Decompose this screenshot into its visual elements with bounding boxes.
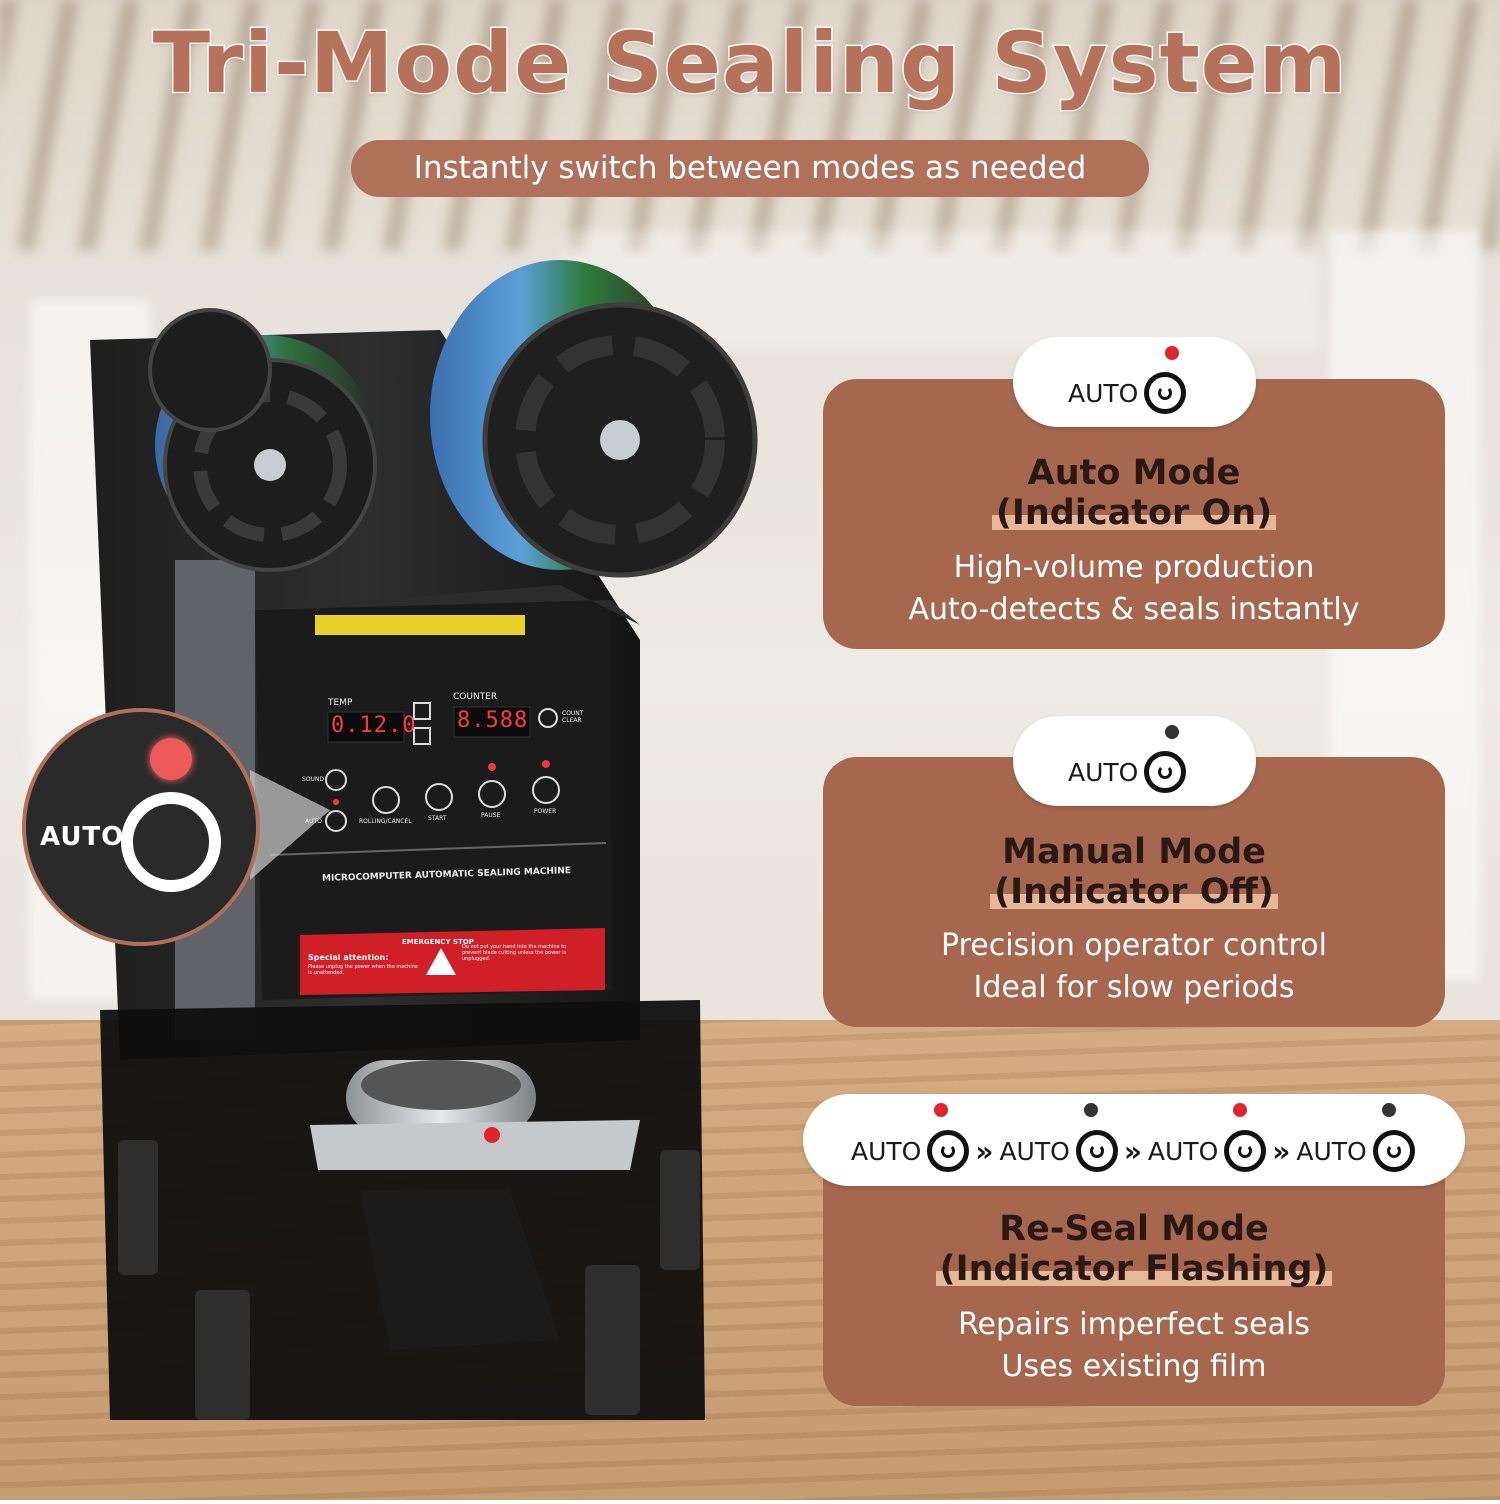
auto-mode-indicator-pill: AUTO <box>1013 337 1256 427</box>
cup-tray <box>310 1120 640 1170</box>
chevron-right-icon: » <box>975 1134 994 1168</box>
control-panel <box>255 600 612 1000</box>
manual-mode-card: Manual Mode (Indicator Off) Precision op… <box>823 757 1445 1027</box>
auto-label: AUTO <box>999 1136 1070 1166</box>
sound-button <box>325 769 347 791</box>
auto-label: AUTO <box>1296 1136 1367 1166</box>
auto-label: AUTO <box>1068 378 1139 408</box>
auto-button <box>325 810 347 832</box>
sound-label: SOUND <box>302 776 325 783</box>
cup-holder <box>360 1190 560 1350</box>
warning-triangle-icon <box>426 948 456 975</box>
reseal-mode-subtitle: (Indicator Flashing) <box>935 1249 1333 1289</box>
indicator-flash-dot-2 <box>1084 1103 1098 1117</box>
manual-mode-subtitle: (Indicator Off) <box>990 872 1278 912</box>
warning-text-right: Do not put your hand into the machine to… <box>462 944 567 962</box>
indicator-flash-dot-1 <box>934 1103 948 1117</box>
callout-connector <box>250 770 330 880</box>
rolling-cancel-button <box>372 786 400 814</box>
power-ring-icon <box>1144 751 1187 793</box>
power-ring-icon <box>1075 1130 1118 1172</box>
chevron-right-icon: » <box>1123 1134 1142 1168</box>
temp-display <box>327 711 405 743</box>
auto-mode-desc-2: Auto-detects & seals instantly <box>908 592 1360 627</box>
yellow-label <box>315 615 525 635</box>
power-button <box>532 776 560 804</box>
counter-label: COUNTER <box>453 692 498 702</box>
chevron-right-icon: » <box>1272 1134 1291 1168</box>
manual-mode-title: Manual Mode <box>1002 832 1266 872</box>
power-ring-icon <box>927 1130 970 1172</box>
emergency-stop-label: EMERGENCY STOP <box>402 938 474 946</box>
auto-label: AUTO <box>305 818 322 825</box>
auto-mode-subtitle: (Indicator On) <box>991 493 1277 533</box>
temp-label: TEMP <box>328 698 353 708</box>
count-clear-label: COUNT CLEAR <box>562 710 584 724</box>
emergency-label <box>300 928 605 995</box>
indicator-on-dot <box>1165 346 1179 360</box>
page-title: Tri-Mode Sealing System <box>151 13 1348 114</box>
pause-label: PAUSE <box>481 812 501 819</box>
sealing-machine-illustration <box>90 260 758 1420</box>
auto-label: AUTO <box>851 1136 922 1166</box>
warning-text-left: Please unplug the power when the machine… <box>308 964 418 976</box>
pause-button <box>478 780 506 808</box>
control-top <box>255 585 640 625</box>
power-ring-icon <box>1372 1130 1415 1172</box>
temp-value: 0.12.0 <box>331 713 417 738</box>
auto-label: AUTO <box>1068 757 1139 787</box>
reseal-mode-desc-2: Uses existing film <box>1001 1349 1267 1384</box>
indicator-flash-dot-4 <box>1382 1103 1396 1117</box>
power-ring-icon <box>1144 372 1187 414</box>
reel-back <box>148 308 272 432</box>
reseal-mode-title: Re-Seal Mode <box>999 1209 1269 1249</box>
auto-mode-title: Auto Mode <box>1027 453 1241 493</box>
counter-value: 8.588 <box>457 708 529 733</box>
manual-mode-desc-2: Ideal for slow periods <box>973 970 1295 1005</box>
subtitle-banner: Instantly switch between modes as needed <box>351 140 1149 197</box>
start-button <box>425 783 453 811</box>
counter-display <box>453 706 531 738</box>
manual-mode-indicator-pill: AUTO <box>1013 716 1256 806</box>
power-ring-icon <box>1224 1130 1267 1172</box>
auto-mode-desc-1: High-volume production <box>953 550 1315 585</box>
count-clear-button <box>538 708 558 728</box>
callout-auto-label: AUTO <box>40 822 125 852</box>
power-label: POWER <box>534 808 557 815</box>
start-label: START <box>428 815 447 822</box>
reseal-mode-desc-1: Repairs imperfect seals <box>958 1307 1310 1342</box>
special-attention-label: Special attention: <box>308 953 389 962</box>
reseal-mode-indicator-pill: AUTO » AUTO » AUTO » AUTO <box>803 1094 1465 1186</box>
manual-mode-desc-1: Precision operator control <box>941 928 1327 963</box>
indicator-led-icon <box>150 738 192 780</box>
rolling-cancel-label: ROLLING/CANCEL <box>359 818 412 825</box>
power-ring-icon <box>121 792 221 892</box>
indicator-flash-dot-3 <box>1233 1103 1247 1117</box>
sealing-machine: TEMP 0.12.0 COUNTER 8.588 COUNT CLEAR SO… <box>90 260 758 1420</box>
indicator-off-dot <box>1165 725 1179 739</box>
ceiling-slats <box>0 0 1500 250</box>
auto-label: AUTO <box>1147 1136 1219 1166</box>
